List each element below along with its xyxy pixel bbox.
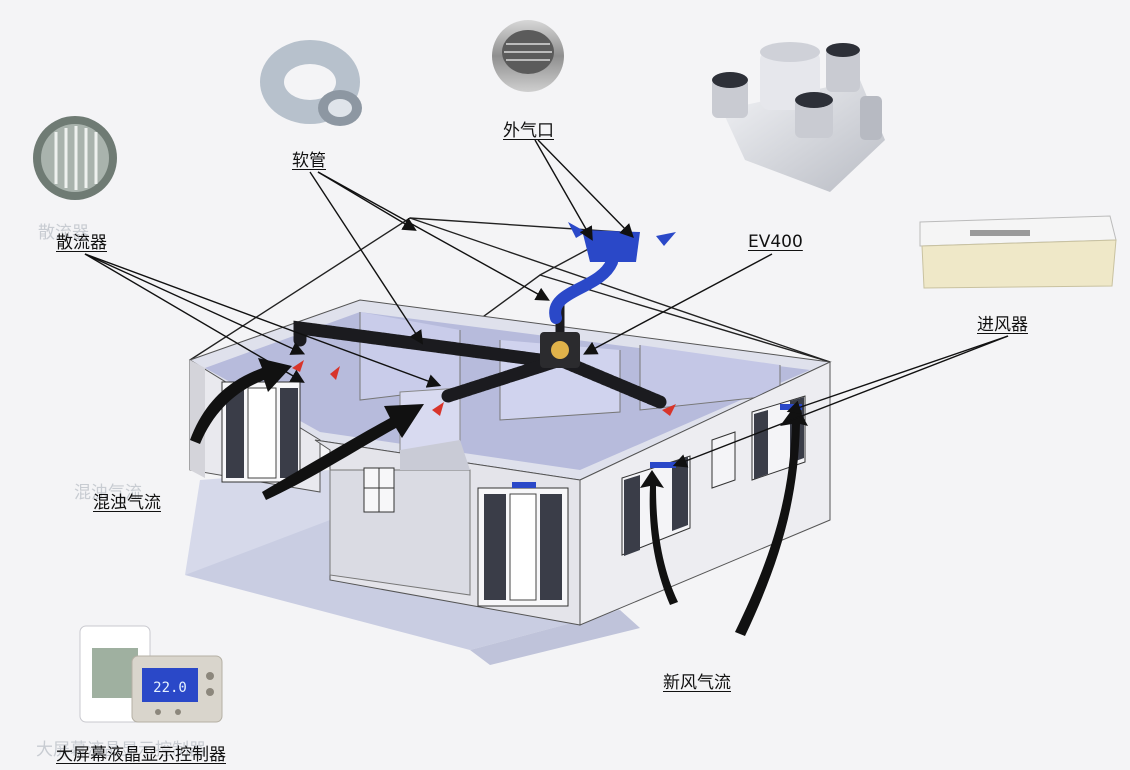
ghost-diffuser-text: 散流器: [38, 223, 89, 243]
front-door: [477, 487, 569, 607]
outdoor-vent-product-illustration: [492, 20, 564, 92]
wall-inlet: [512, 482, 536, 488]
label-exhaust-flow: 混浊气流: [93, 493, 161, 513]
label-hose: 软管: [292, 151, 326, 171]
leader-lines: [84, 139, 1009, 468]
left-wing-door: [221, 381, 301, 483]
ev400-product-illustration: [712, 42, 885, 192]
exhaust-airflow-arrows: [190, 358, 424, 500]
inlet-product-illustration: [919, 215, 1117, 289]
ghost-exhaust-text: 混浊气流: [74, 483, 142, 503]
label-fresh-flow: 新风气流: [663, 673, 731, 693]
label-controller: 大屏幕液晶显示控制器: [56, 745, 226, 765]
ev400-unit: [540, 332, 580, 368]
ghost-controller-text: 大屏幕液晶显示控制器: [36, 740, 206, 760]
front-window: [363, 467, 395, 513]
right-wall-windows: [621, 395, 806, 556]
controller-product-illustration: 22.0: [79, 625, 223, 723]
blue-hose: [549, 256, 618, 324]
hose-product-illustration: [260, 40, 362, 126]
roof-outdoor-vent: [568, 222, 676, 262]
fresh-airflow-arrows: [640, 404, 808, 636]
label-inlet: 进风器: [977, 315, 1028, 335]
label-outdoor-vent: 外气口: [503, 121, 554, 141]
diffuser-product-illustration: [33, 116, 117, 200]
thermostat-display: 22.0: [153, 680, 187, 696]
wall-inlet: [650, 462, 676, 468]
label-diffuser: 散流器: [56, 233, 107, 253]
diffuser-arrows: [292, 360, 676, 416]
label-ev400: EV400: [748, 232, 803, 252]
